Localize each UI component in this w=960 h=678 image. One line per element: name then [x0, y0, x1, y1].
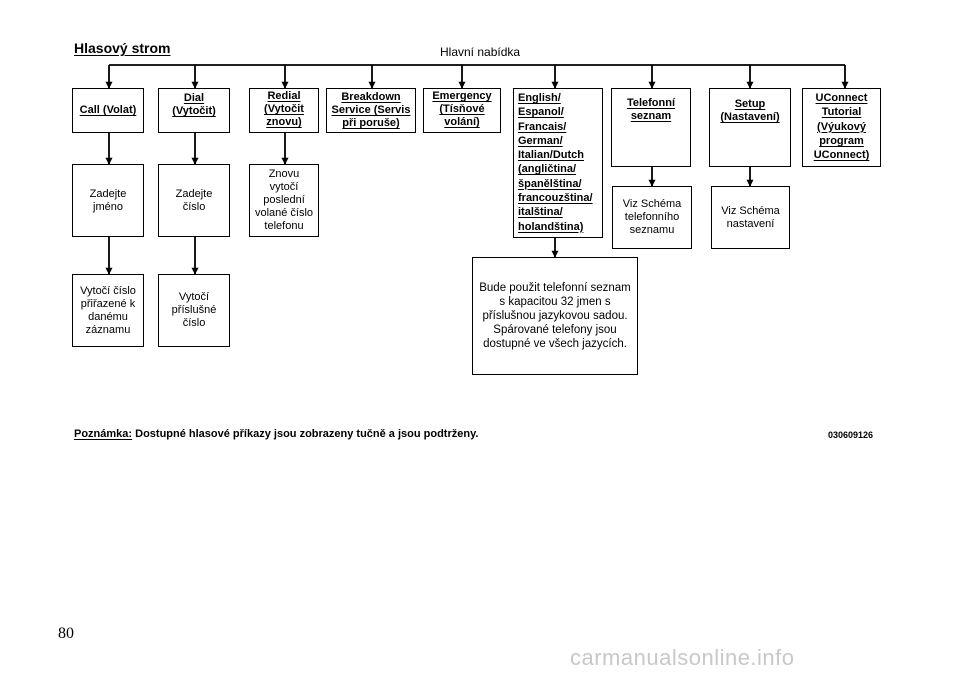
language-line-6: (angličtina/ — [518, 163, 577, 176]
language-line-10: holandština) — [518, 220, 584, 233]
redial-result-line-3: poslední — [263, 194, 305, 206]
dial-result-line-2: příslušné — [171, 304, 217, 316]
tutorial-command-line-4: program — [819, 134, 864, 147]
tutorial-command-line-1: UConnect — [815, 92, 868, 104]
language-line-5: Italian/Dutch — [518, 149, 585, 162]
language-result-line-1: Bude použit telefonní seznam — [479, 282, 631, 294]
emergency-command-box: Emergency (Tísňové volání) — [423, 88, 501, 133]
call-result-line-3: danému — [88, 310, 128, 323]
language-result-line-5: dostupné ve všech jazycích. — [483, 338, 627, 350]
call-name-line-1: Zadejte — [89, 187, 127, 200]
page-number: 80 — [58, 625, 74, 642]
language-line-2: Espanol/ — [518, 106, 564, 119]
phonebook-result-line-1: Viz Schéma — [622, 198, 682, 210]
dial-command-line-1: Dial — [183, 92, 205, 104]
tutorial-command-line-5: UConnect) — [813, 149, 870, 162]
phonebook-result-line-2: telefonního — [624, 211, 680, 223]
language-command-box: English/ Espanol/ Francais/ German/ Ital… — [513, 88, 603, 238]
dial-command-line-2: (Vytočit) — [172, 105, 216, 117]
setup-command-box: Setup (Nastavení) — [709, 88, 791, 167]
language-line-8: francouzština/ — [518, 192, 593, 205]
redial-command-line-2: (Vytočit — [264, 103, 304, 115]
footnote-label: Poznámka: — [74, 428, 133, 440]
tutorial-command-box: UConnect Tutorial (Výukový program UConn… — [802, 88, 881, 167]
phonebook-command-box: Telefonní seznam — [611, 88, 691, 167]
redial-result-line-5: telefonu — [264, 220, 304, 232]
footnote: Poznámka: Dostupné hlasové příkazy jsou … — [74, 428, 478, 440]
language-line-1: English/ — [518, 92, 561, 104]
redial-command-line-3: znovu) — [266, 116, 302, 128]
dial-number-prompt-box: Zadejte číslo — [158, 164, 230, 237]
figure-code: 030609126 — [828, 430, 874, 440]
dial-result-line-3: číslo — [182, 317, 206, 329]
language-result-line-3: příslušnou jazykovou sadou. — [482, 310, 628, 322]
setup-command-line-2: (Nastavení) — [720, 111, 780, 123]
emergency-command-line-2: (Tísňové — [439, 103, 485, 115]
language-result-line-4: Spárované telefony jsou — [493, 324, 617, 336]
dial-result-line-1: Vytočí — [178, 291, 210, 303]
redial-result-line-2: vytočí — [269, 181, 299, 193]
call-result-line-2: přiřazené k — [80, 297, 136, 310]
redial-command-box: Redial (Vytočit znovu) — [249, 88, 319, 133]
call-result-box: Vytočí číslo přiřazené k danému záznamu — [72, 274, 144, 347]
dial-command-box: Dial (Vytočit) — [158, 88, 230, 133]
call-command-box: Call (Volat) — [72, 88, 144, 133]
language-result-box: Bude použit telefonní seznam s kapacitou… — [472, 257, 638, 375]
setup-result-line-1: Viz Schéma — [721, 204, 780, 217]
breakdown-command-line-1: Breakdown — [341, 91, 401, 103]
redial-result-line-1: Znovu — [268, 168, 300, 180]
language-line-3: Francais/ — [518, 120, 567, 133]
setup-result-line-2: nastavení — [726, 217, 775, 230]
language-line-9: italština/ — [518, 206, 563, 219]
dial-number-line-1: Zadejte — [175, 187, 213, 200]
phonebook-result-line-3: seznamu — [629, 224, 675, 236]
setup-result-box: Viz Schéma nastavení — [711, 186, 790, 249]
call-result-line-1: Vytočí číslo — [80, 284, 136, 297]
breakdown-command-line-3: při poruše) — [342, 117, 400, 129]
language-line-4: German/ — [518, 134, 563, 147]
tutorial-command-line-3: (Výukový — [817, 120, 866, 133]
breakdown-command-line-2: Service (Servis — [331, 104, 411, 116]
watermark-text: carmanualsonline.info — [570, 645, 795, 670]
footnote-text: Dostupné hlasové příkazy jsou zobrazeny … — [132, 428, 479, 440]
phonebook-command-line-1: Telefonní — [626, 97, 676, 109]
call-name-prompt-box: Zadejte jméno — [72, 164, 144, 237]
phonebook-command-line-2: seznam — [630, 110, 672, 122]
call-result-line-4: záznamu — [85, 323, 131, 336]
main-menu-label: Hlavní nabídka — [440, 45, 521, 59]
phonebook-result-box: Viz Schéma telefonního seznamu — [612, 186, 692, 249]
call-command-label: Call (Volat) — [79, 104, 137, 116]
breakdown-command-box: Breakdown Service (Servis při poruše) — [326, 88, 416, 133]
setup-command-line-1: Setup — [734, 98, 766, 110]
diagram-title: Hlasový strom — [74, 40, 171, 56]
redial-result-line-4: volané číslo — [254, 207, 314, 219]
language-result-line-2: s kapacitou 32 jmen s — [499, 296, 611, 308]
tutorial-command-line-2: Tutorial — [821, 106, 862, 119]
redial-command-line-1: Redial — [267, 90, 301, 102]
dial-result-box: Vytočí příslušné číslo — [158, 274, 230, 347]
redial-result-box: Znovu vytočí poslední volané číslo telef… — [249, 164, 319, 237]
call-name-line-2: jméno — [93, 200, 123, 213]
emergency-command-line-3: volání) — [444, 116, 480, 128]
dial-number-line-2: číslo — [182, 200, 206, 213]
emergency-command-line-1: Emergency — [432, 90, 492, 102]
language-line-7: španělština/ — [518, 177, 582, 190]
